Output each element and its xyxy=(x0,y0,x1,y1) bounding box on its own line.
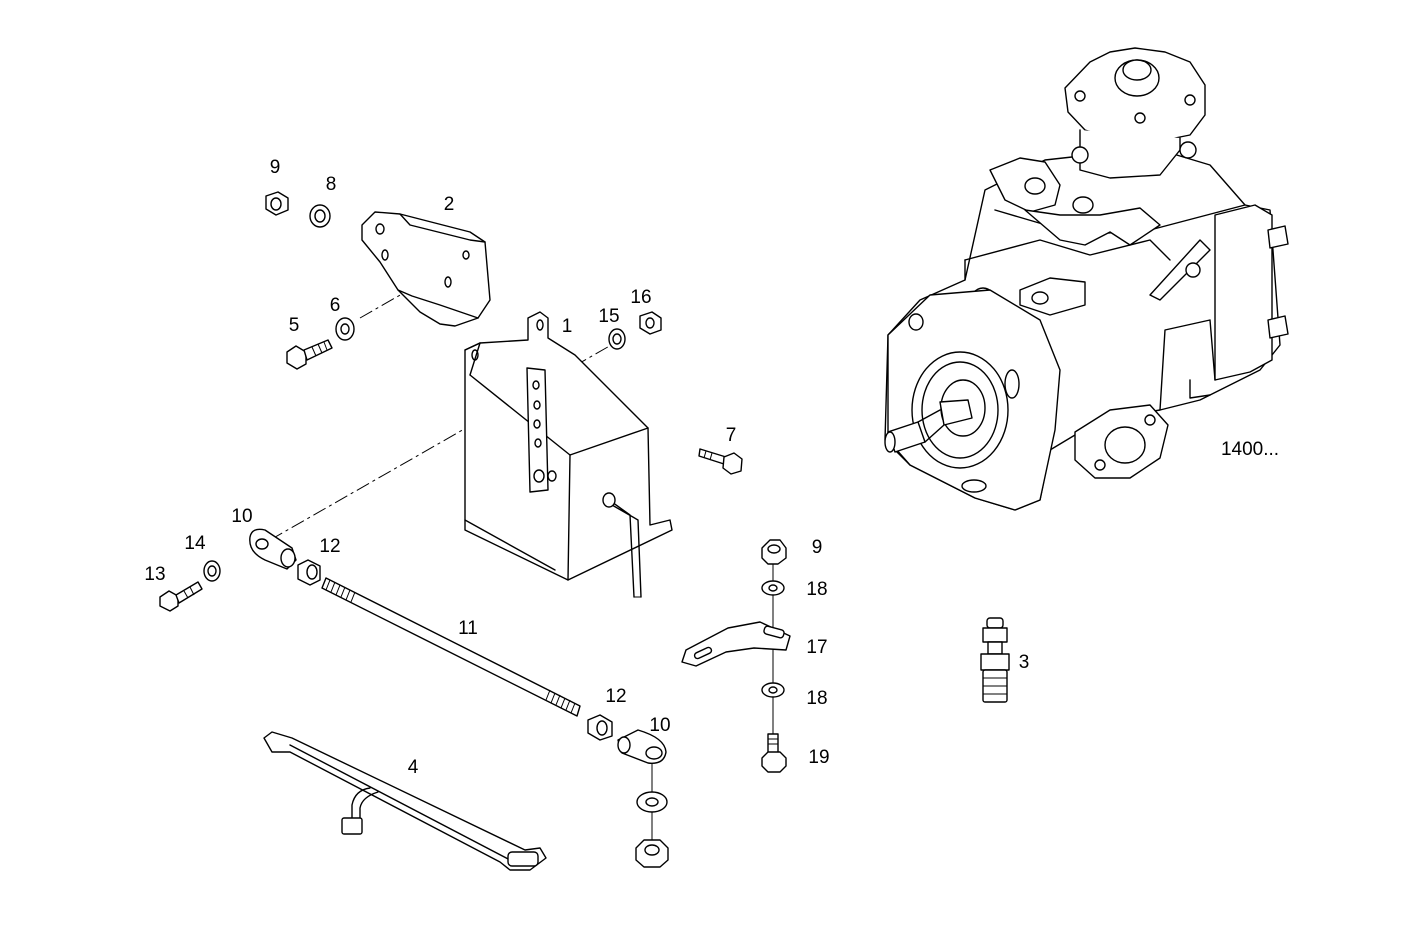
callout-16: 16 xyxy=(630,287,651,308)
nut-part-12-lower xyxy=(587,714,613,741)
callout-17: 17 xyxy=(806,637,827,658)
bracket-part-2 xyxy=(361,211,491,327)
callout-15: 15 xyxy=(598,306,619,327)
nut-part-16 xyxy=(639,311,662,335)
callout-5: 5 xyxy=(289,315,300,336)
bolt-part-13 xyxy=(159,581,203,612)
callout-18-lower: 18 xyxy=(806,688,827,709)
callout-18-upper: 18 xyxy=(806,579,827,600)
washer-part-8 xyxy=(309,204,331,228)
callout-9-right: 9 xyxy=(812,537,823,558)
callout-13: 13 xyxy=(144,564,165,585)
callout-9-top: 9 xyxy=(270,157,281,178)
threaded-rod-part-11 xyxy=(321,577,581,717)
washer-part-15 xyxy=(608,328,626,350)
ball-joint-part-10-lower xyxy=(617,729,667,764)
callout-12-lower: 12 xyxy=(605,686,626,707)
washer-part-18-upper xyxy=(761,580,785,596)
bracket-part-17 xyxy=(681,621,791,667)
callout-12-upper: 12 xyxy=(319,536,340,557)
solenoid-housing-part-1 xyxy=(464,311,673,598)
nut-part-12-upper xyxy=(297,559,321,586)
bolt-part-5 xyxy=(286,339,333,370)
reference-label: 1400... xyxy=(1221,439,1279,460)
nut-part-9-right xyxy=(761,539,787,565)
washer-part-14 xyxy=(203,560,221,582)
injection-pump-assembly xyxy=(884,47,1289,511)
cable-part-4 xyxy=(263,731,547,871)
callout-7: 7 xyxy=(726,425,737,446)
callout-11: 11 xyxy=(458,618,478,639)
callout-10-lower: 10 xyxy=(649,715,670,736)
bolt-part-7 xyxy=(698,448,743,475)
callout-14: 14 xyxy=(184,533,206,554)
nut-lower xyxy=(635,839,669,868)
washer-part-6 xyxy=(335,317,355,341)
ball-joint-part-10-upper xyxy=(249,528,297,570)
callout-19: 19 xyxy=(808,747,829,768)
callout-8: 8 xyxy=(326,174,337,195)
callout-labels: 9 8 2 5 6 1 15 16 7 10 14 12 13 11 4 12 … xyxy=(144,157,1279,778)
callout-1: 1 xyxy=(562,316,573,337)
callout-4: 4 xyxy=(408,757,419,778)
callout-3: 3 xyxy=(1019,652,1030,673)
callout-6: 6 xyxy=(330,295,341,316)
washer-lower xyxy=(636,791,668,813)
callout-2: 2 xyxy=(444,194,455,215)
callout-10-upper: 10 xyxy=(231,506,252,527)
nut-part-9 xyxy=(265,191,289,216)
washer-part-18-lower xyxy=(761,682,785,698)
bolt-part-19 xyxy=(761,733,787,773)
fitting-part-3 xyxy=(980,617,1010,703)
